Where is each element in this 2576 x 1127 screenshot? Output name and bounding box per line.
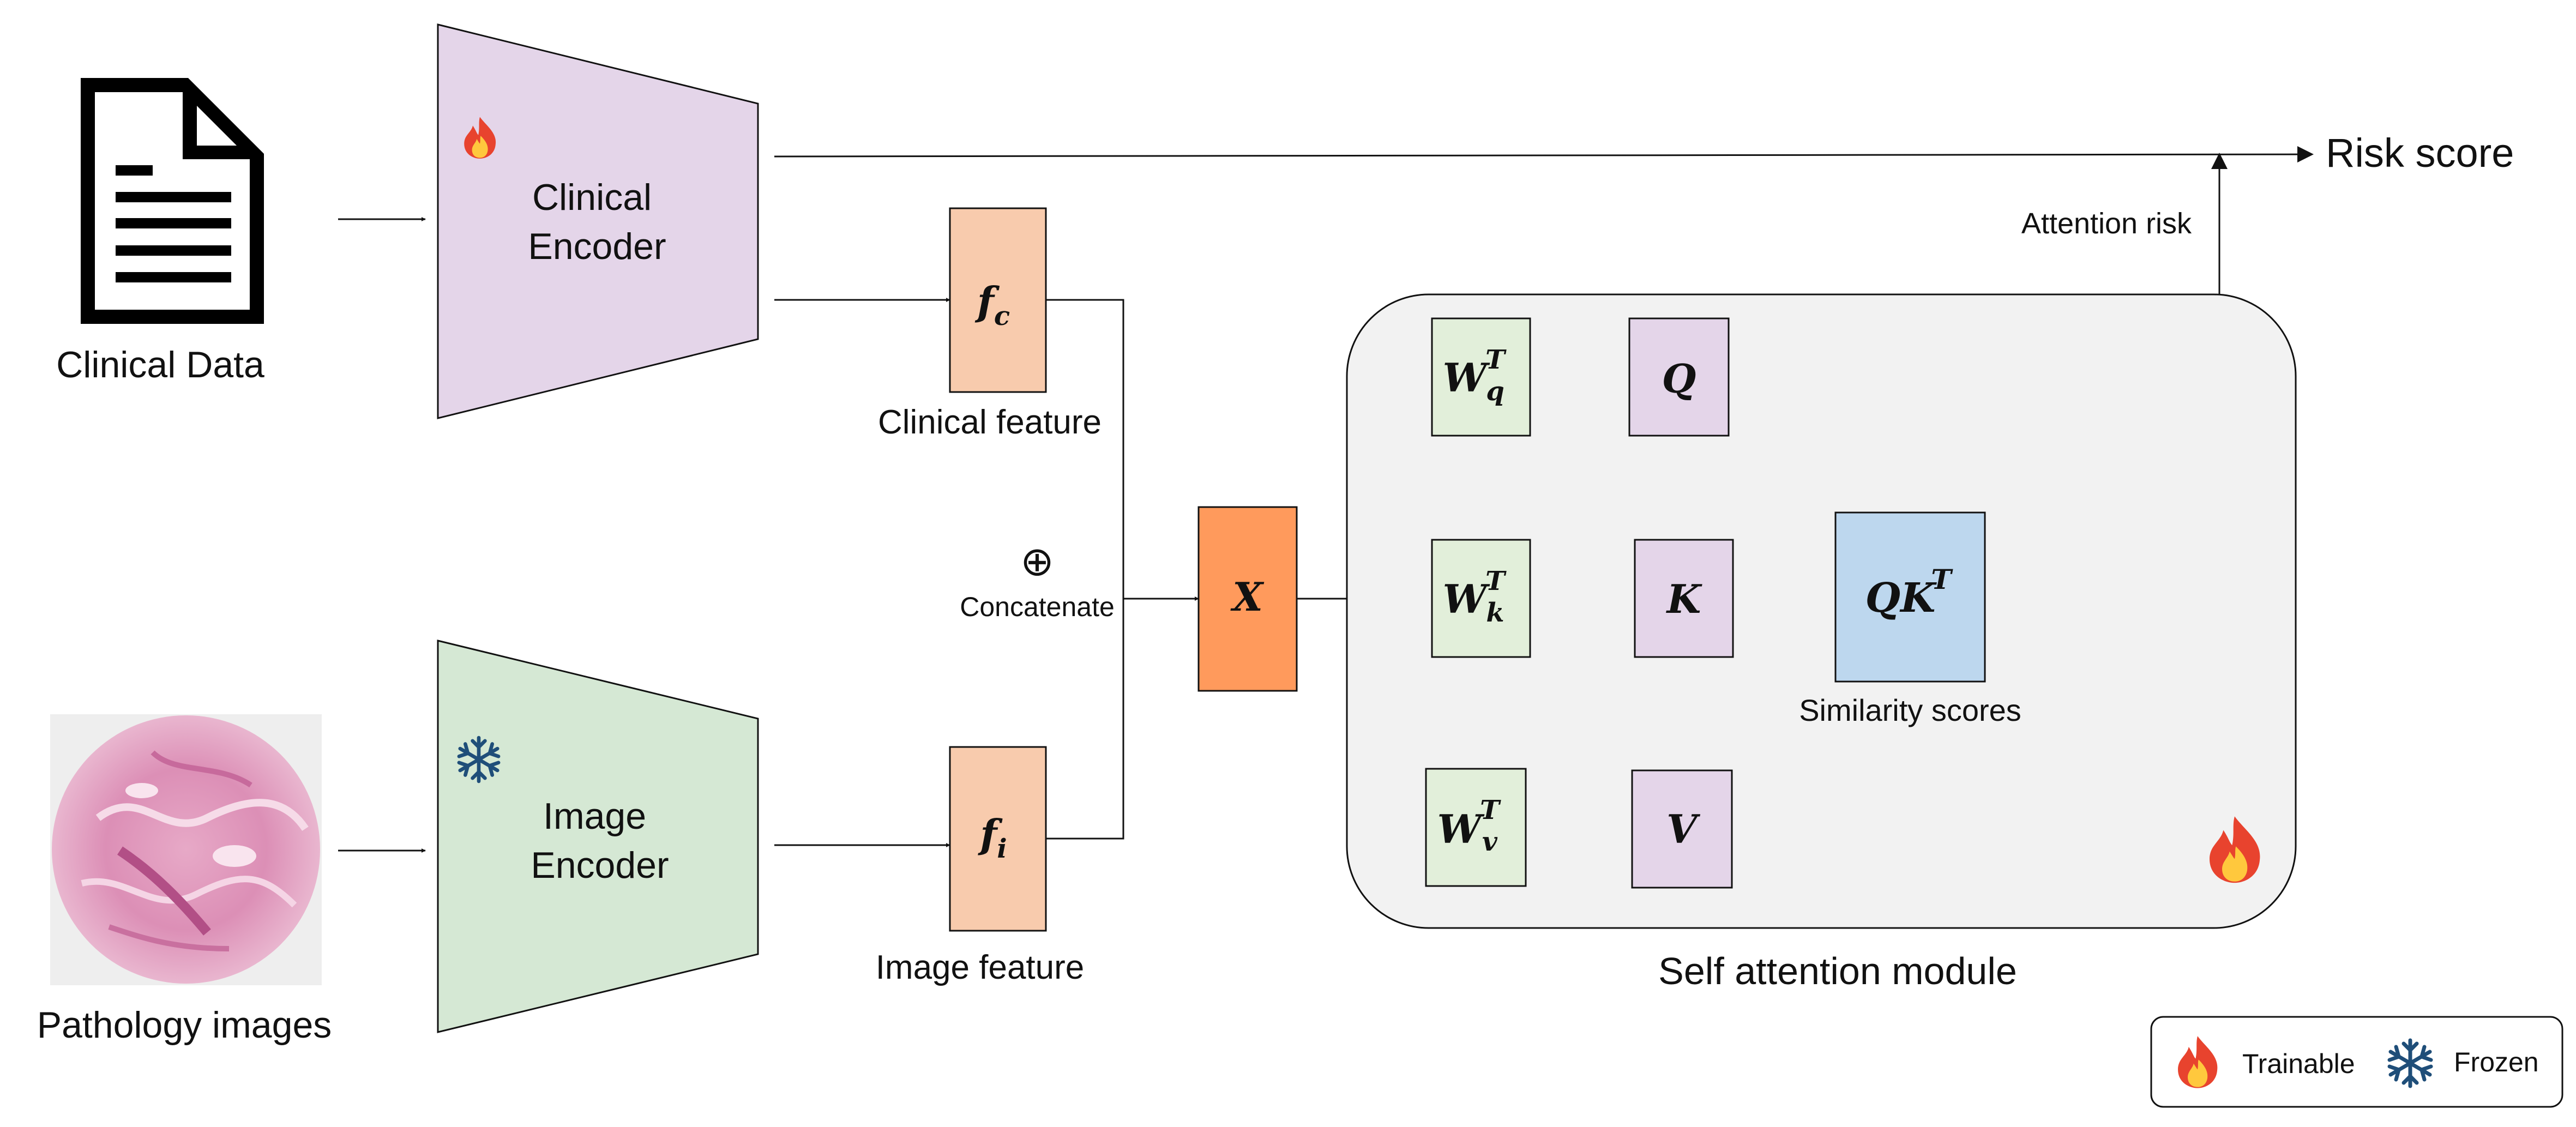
similarity-box — [1834, 511, 1986, 683]
wk-box — [1431, 539, 1531, 658]
concatenate-symbol: ⊕ — [1020, 539, 1054, 584]
wq-box — [1431, 317, 1531, 437]
v-box — [1631, 769, 1733, 889]
wq-subscript: q — [1486, 376, 1504, 407]
legend — [2150, 1016, 2563, 1108]
similarity-superscript: T — [1931, 563, 1953, 595]
wk-symbol: W — [1443, 576, 1490, 622]
wv-symbol: W — [1437, 806, 1485, 852]
q-symbol: Q — [1662, 355, 1696, 402]
pathology-image — [50, 714, 322, 985]
x-box — [1197, 506, 1298, 692]
attention-risk-label: Attention risk — [2021, 207, 2192, 240]
x-symbol: X — [1230, 574, 1265, 620]
fi-to-x-line — [1046, 599, 1124, 840]
fc-to-x-line — [1046, 299, 1124, 599]
clinical-encoder-label: Clinical Encoder — [528, 177, 666, 267]
wk-superscript: T — [1485, 566, 1507, 596]
image-encoder-label: Image Encoder — [531, 795, 669, 886]
wv-superscript: T — [1480, 795, 1501, 825]
q-box — [1628, 317, 1730, 437]
image-feature-label: Image feature — [876, 949, 1085, 986]
self-attention-module — [1346, 293, 2297, 929]
risk-score-label: Risk score — [2326, 130, 2514, 176]
v-symbol: V — [1666, 806, 1700, 852]
risk-score-arrow — [774, 146, 2314, 163]
concatenate-label: Concatenate — [960, 592, 1115, 622]
wv-subscript: v — [1482, 827, 1498, 857]
document-icon — [81, 78, 264, 324]
image-encoder — [437, 640, 759, 1033]
similarity-symbol: QK — [1865, 575, 1937, 622]
clinical-feature-box — [949, 207, 1047, 393]
image-feature-box — [949, 746, 1047, 932]
wq-symbol: W — [1443, 354, 1490, 401]
wv-box — [1425, 768, 1527, 887]
self-attention-module-label: Self attention module — [1658, 950, 2017, 992]
legend-frozen-label: Frozen — [2454, 1047, 2539, 1077]
k-box — [1634, 539, 1734, 658]
clinical-encoder — [437, 23, 759, 419]
wq-superscript: T — [1485, 345, 1507, 375]
clinical-data-label: Clinical Data — [56, 344, 264, 385]
wk-subscript: k — [1486, 598, 1504, 628]
pathology-images-label: Pathology images — [37, 1004, 332, 1046]
clinical-feature-label: Clinical feature — [878, 403, 1102, 441]
legend-trainable-label: Trainable — [2242, 1048, 2355, 1079]
similarity-label: Similarity scores — [1799, 693, 2021, 727]
k-symbol: K — [1666, 576, 1702, 622]
